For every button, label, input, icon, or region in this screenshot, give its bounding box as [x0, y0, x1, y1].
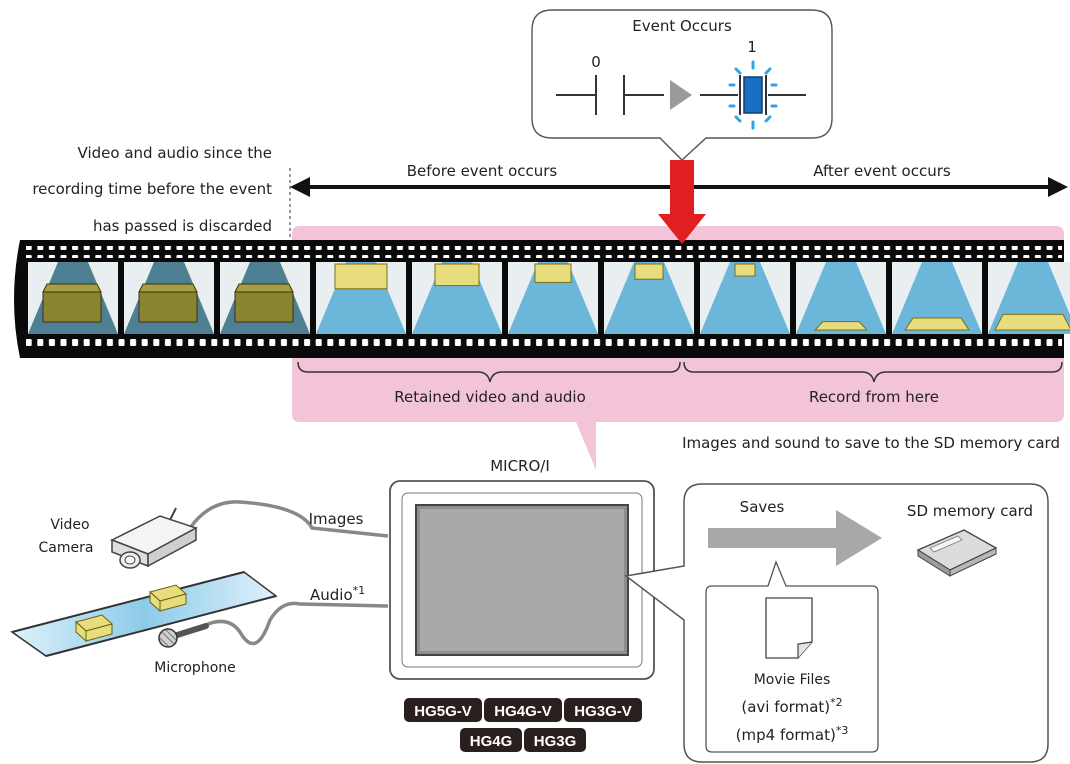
avi-format-text: (avi format)	[741, 698, 830, 716]
discard-note-line-2: recording time before the event	[32, 180, 272, 198]
contact-state-before: 0	[591, 53, 601, 71]
before-event-label: Before event occurs	[407, 162, 558, 180]
audio-label: Audio*1	[310, 584, 365, 604]
event-title: Event Occurs	[632, 17, 732, 35]
model-badge: HG3G	[524, 728, 586, 752]
retained-frame	[988, 262, 1070, 334]
saves-label: Saves	[740, 498, 785, 516]
open-contact-icon	[556, 75, 664, 115]
closed-contact-icon	[700, 60, 806, 130]
discarded-frame	[220, 262, 310, 334]
after-event-label: After event occurs	[813, 162, 951, 180]
microphone-icon	[158, 623, 209, 648]
discarded-frame	[124, 262, 214, 334]
file-title: Movie Files	[754, 672, 831, 688]
discard-note-line-1: Video and audio since the	[78, 144, 272, 162]
record-bracket	[683, 361, 1063, 383]
model-badge: HG5G-V	[404, 698, 482, 722]
retained-frame	[796, 262, 886, 334]
micro-i-device	[389, 480, 655, 680]
sd-card-icon	[916, 529, 998, 577]
mp4-format-text: (mp4 format)	[736, 726, 836, 744]
audio-cable	[195, 601, 389, 646]
retained-label: Retained video and audio	[394, 388, 586, 406]
microphone-label: Microphone	[154, 660, 236, 676]
saves-arrow	[708, 510, 882, 566]
contact-state-after: 1	[747, 38, 757, 56]
camera-label-line-1: Video	[50, 517, 89, 533]
event-callout: Event Occurs 0 1	[531, 9, 833, 161]
mp4-note: *3	[836, 724, 849, 737]
discard-note-line-3: has passed is discarded	[93, 217, 272, 235]
retained-frame	[316, 262, 406, 334]
model-badge: HG3G-V	[564, 698, 642, 722]
model-badge-label: HG3G	[534, 733, 577, 750]
model-badge: HG4G-V	[484, 698, 562, 722]
camera-label-line-2: Camera	[39, 540, 94, 556]
model-badge-label: HG4G	[470, 733, 513, 750]
event-trigger-arrow	[658, 160, 706, 244]
model-badge-label: HG3G-V	[574, 703, 632, 720]
device-name: MICRO/I	[490, 457, 550, 475]
retained-bracket	[297, 361, 681, 383]
retained-frame	[508, 262, 598, 334]
images-cable	[188, 500, 389, 538]
model-badge-label: HG4G-V	[494, 703, 552, 720]
transition-arrow-icon	[670, 80, 692, 110]
model-badge-label: HG5G-V	[414, 703, 472, 720]
discarded-frame	[28, 262, 118, 334]
film-strip	[14, 240, 1070, 358]
conveyor-belt	[10, 571, 278, 657]
audio-note: *1	[353, 584, 366, 597]
mp4-format-label: (mp4 format)*3	[736, 724, 849, 744]
sd-card-label: SD memory card	[907, 502, 1033, 520]
video-camera-icon	[110, 507, 198, 569]
avi-format-label: (avi format)*2	[741, 696, 842, 716]
audio-label-text: Audio	[310, 586, 353, 604]
images-label: Images	[309, 510, 364, 528]
model-badge: HG4G	[460, 728, 522, 752]
sd-save-caption: Images and sound to save to the SD memor…	[682, 434, 1060, 452]
retained-frame	[892, 262, 982, 334]
retained-frame	[604, 262, 694, 334]
record-label: Record from here	[809, 388, 939, 406]
retained-frame	[700, 262, 790, 334]
retained-frame	[412, 262, 502, 334]
avi-note: *2	[830, 696, 843, 709]
document-icon	[765, 597, 813, 659]
